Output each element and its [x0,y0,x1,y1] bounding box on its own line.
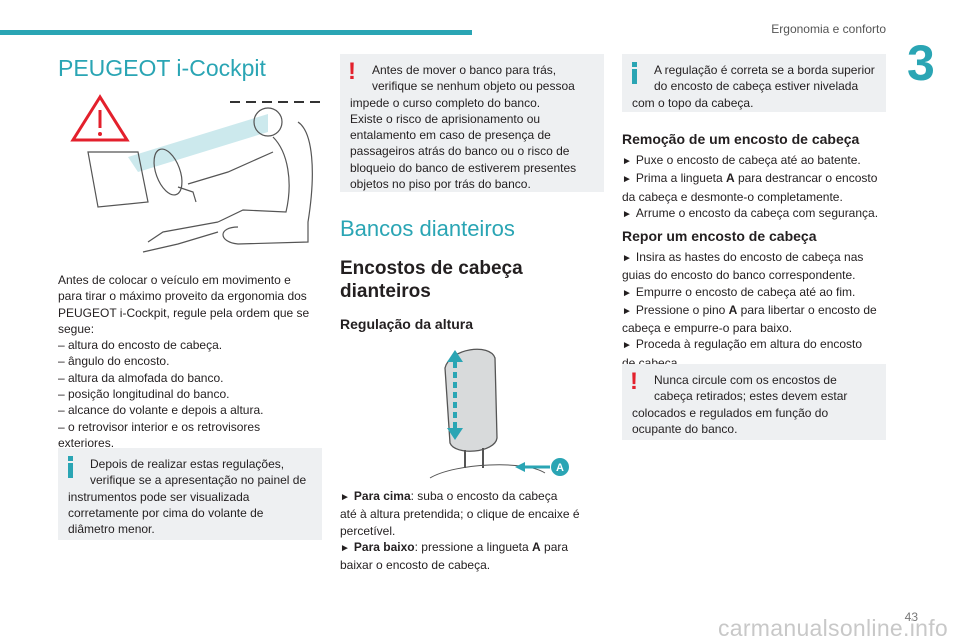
arrow-right-icon: ► [622,253,632,264]
section-title: Bancos dianteiros [340,216,515,241]
intro-line: – altura da almofada do banco. [58,370,224,385]
intro-line: – o retrovisor interior e os retrovisore… [58,419,261,434]
subsection-title: Encostos de cabeça dianteiros [340,258,523,302]
para-baixo: ►Para baixo: pressione a lingueta A para [340,539,569,554]
page-number: 43 [904,610,918,624]
figure-label-a: A [556,462,564,474]
refit-step: ►Insira as hastes do encosto de cabeça n… [622,250,864,264]
arrow-right-icon: ► [622,287,632,299]
refit-step: ►Empurre o encosto de cabeça até ao fim. [622,284,856,299]
arrow-right-icon: ► [340,542,350,554]
intro-line: – alcance do volante e depois a altura. [58,403,264,418]
warning-triangle-icon [70,94,130,142]
info-icon [632,62,637,84]
arrow-right-icon: ► [622,340,632,352]
height-title: Regulação da altura [340,316,474,332]
para-cima-line: percetível. [340,523,396,538]
refit-step: ►Pressione o pino A para libertar o enco… [622,302,877,317]
arrow-up-down-icon [447,350,463,440]
info-icon [68,456,73,478]
removal-step: ►Arrume o encosto da cabeça com seguranç… [622,205,879,220]
warning-exclamation-icon: ! [630,368,638,395]
arrow-right-icon: ► [622,208,632,220]
refit-step: ►Proceda à regulação em altura do encost… [622,337,863,352]
warning-box: ! Antes de mover o banco para trás, veri… [340,54,604,192]
cockpit-illustration [70,94,320,253]
arrow-right-icon: ► [622,156,632,167]
intro-line: para tirar o máximo proveito da ergonomi… [58,289,307,304]
page-title: PEUGEOT i-Cockpit [58,55,266,81]
arrow-right-icon: ► [622,174,632,186]
info-box: Depois de realizar estas regulações, ver… [58,448,322,540]
intro-line: – posição longitudinal do banco. [58,387,230,402]
removal-step: da cabeça e desmonte-o completamente. [622,189,843,204]
para-cima-line: até à altura pretendida; o clique de enc… [340,507,580,522]
info-box: A regulação é correta se a borda superio… [622,54,886,112]
arrow-right-icon: ► [340,492,350,503]
removal-step: ►Puxe o encosto de cabeça até ao batente… [622,153,861,167]
removal-step: ►Prima a lingueta A para destrancar o en… [622,171,878,186]
intro-line: PEUGEOT i-Cockpit, regule pela ordem que… [58,305,310,320]
para-baixo-line: baixar o encosto de cabeça. [340,558,491,573]
refit-step: guias do encosto do banco correspondente… [622,268,856,283]
removal-title: Remoção de um encosto de cabeça [622,131,860,147]
refit-title: Repor um encosto de cabeça [622,228,817,244]
warning-exclamation-icon: ! [348,58,356,85]
watermark: carmanualsonline.info [717,615,948,641]
refit-step: cabeça e empurre-o para baixo. [622,321,793,336]
warning-box: ! Nunca circule com os encostos de cabeç… [622,364,886,440]
chapter-number: 3 [907,35,935,91]
headrest-illustration: A [429,348,569,479]
intro-line: – ângulo do encosto. [58,354,170,369]
section-label: Ergonomia e conforto [771,22,886,36]
intro-line: Antes de colocar o veículo em movimento … [58,273,291,287]
para-cima: ►Para cima: suba o encosto da cabeça [340,489,558,503]
intro-line: exteriores. [58,435,115,450]
top-bar [0,30,472,35]
intro-line: – altura do encosto de cabeça. [58,338,223,353]
intro-line: segue: [58,321,95,336]
arrow-right-icon: ► [622,305,632,317]
